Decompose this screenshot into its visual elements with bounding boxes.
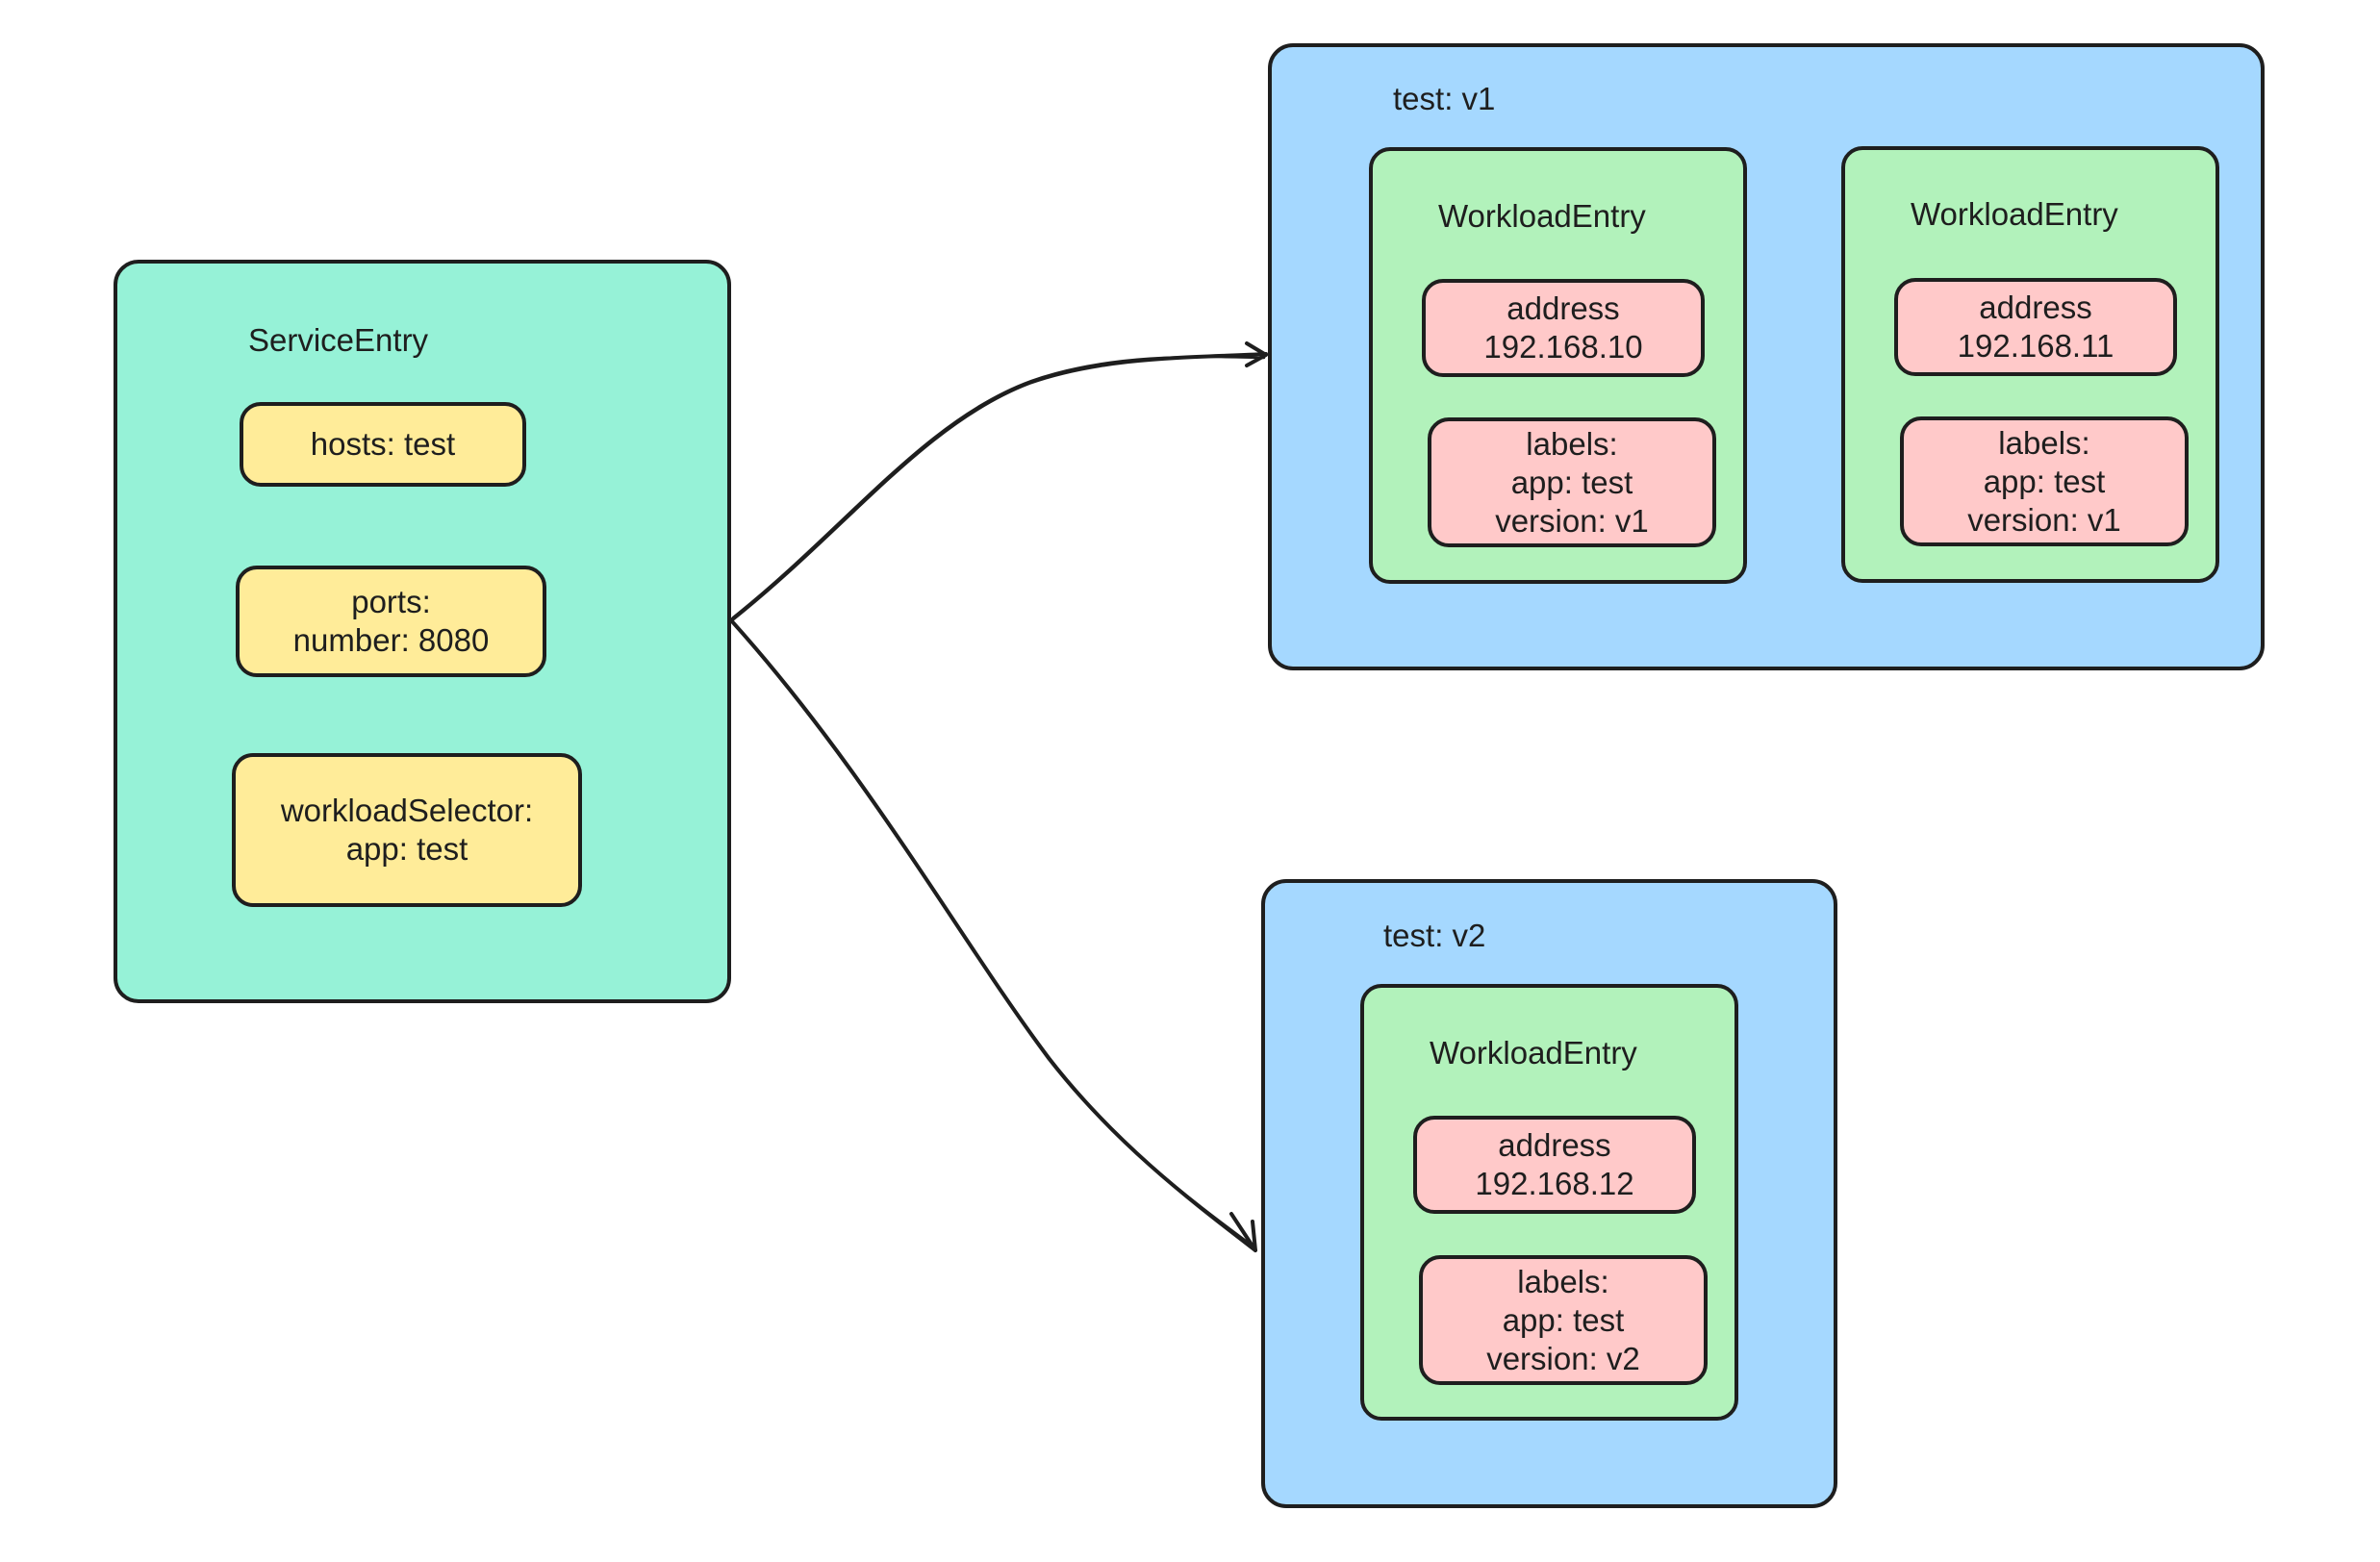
workload-entry-title: WorkloadEntry — [1911, 196, 2118, 232]
workload-entry-title: WorkloadEntry — [1430, 1035, 1637, 1071]
labels-field[interactable]: labels: app: test version: v1 — [1900, 416, 2189, 546]
labels-text: labels: app: test version: v1 — [1967, 424, 2121, 538]
workload-selector-text: workloadSelector: app: test — [280, 793, 534, 867]
hosts-text: hosts: test — [310, 426, 456, 462]
arrowhead-v1 — [1245, 341, 1268, 367]
hosts-field[interactable]: hosts: test — [240, 402, 526, 487]
labels-field[interactable]: labels: app: test version: v1 — [1428, 417, 1716, 547]
service-entry-title: ServiceEntry — [248, 322, 429, 358]
workload-entry-title: WorkloadEntry — [1438, 198, 1646, 234]
labels-text: labels: app: test version: v2 — [1486, 1263, 1640, 1376]
workload-selector-field[interactable]: workloadSelector: app: test — [232, 753, 582, 907]
ports-field[interactable]: ports: number: 8080 — [236, 566, 546, 677]
group-v2-title: test: v2 — [1383, 918, 1486, 953]
address-text: address 192.168.11 — [1957, 290, 2114, 364]
address-text: address 192.168.12 — [1475, 1127, 1634, 1201]
address-text: address 192.168.10 — [1483, 290, 1643, 365]
group-v1-title: test: v1 — [1393, 81, 1496, 116]
address-field[interactable]: address 192.168.10 — [1422, 279, 1705, 377]
arrow-to-v1 — [729, 352, 1268, 622]
arrow-to-v1-sketch — [731, 355, 1266, 619]
labels-field[interactable]: labels: app: test version: v2 — [1419, 1255, 1708, 1385]
ports-text: ports: number: 8080 — [292, 584, 490, 658]
address-field[interactable]: address 192.168.11 — [1894, 278, 2177, 376]
address-field[interactable]: address 192.168.12 — [1413, 1116, 1696, 1214]
arrowhead-v2 — [1229, 1212, 1257, 1252]
arrow-to-v2-sketch — [733, 623, 1255, 1248]
labels-text: labels: app: test version: v1 — [1495, 425, 1649, 539]
